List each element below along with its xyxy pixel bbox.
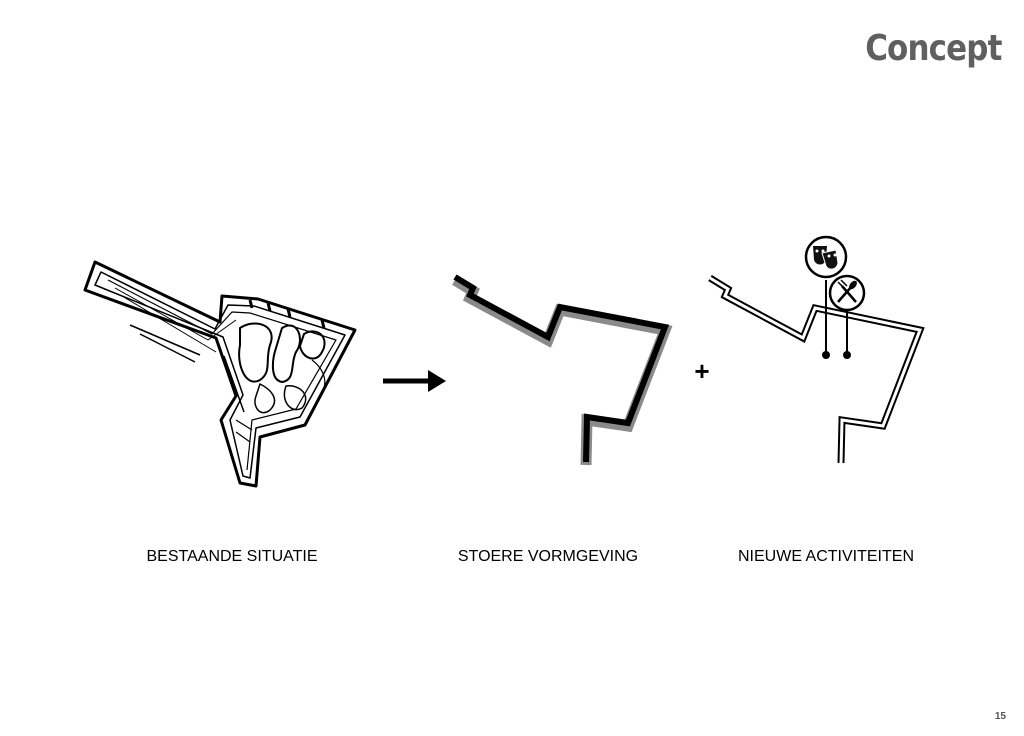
plus-symbol: + <box>694 356 709 386</box>
caption-existing-situation: BESTAANDE SITUATIE <box>146 548 318 565</box>
theater-masks-icon <box>804 235 848 279</box>
site-plan-drawing <box>83 260 357 488</box>
caption-bold-design: STOERE VORMGEVING <box>457 548 639 565</box>
page-number: 15 <box>994 711 1006 722</box>
caption-new-activities: NIEUWE ACTIVITEITEN <box>737 548 914 565</box>
page-title: Concept <box>865 28 1003 69</box>
activity-form-drawing <box>708 275 925 464</box>
bold-form-drawing <box>452 274 673 466</box>
fork-spoon-icon <box>828 274 866 312</box>
arrow-right-icon <box>383 370 446 392</box>
